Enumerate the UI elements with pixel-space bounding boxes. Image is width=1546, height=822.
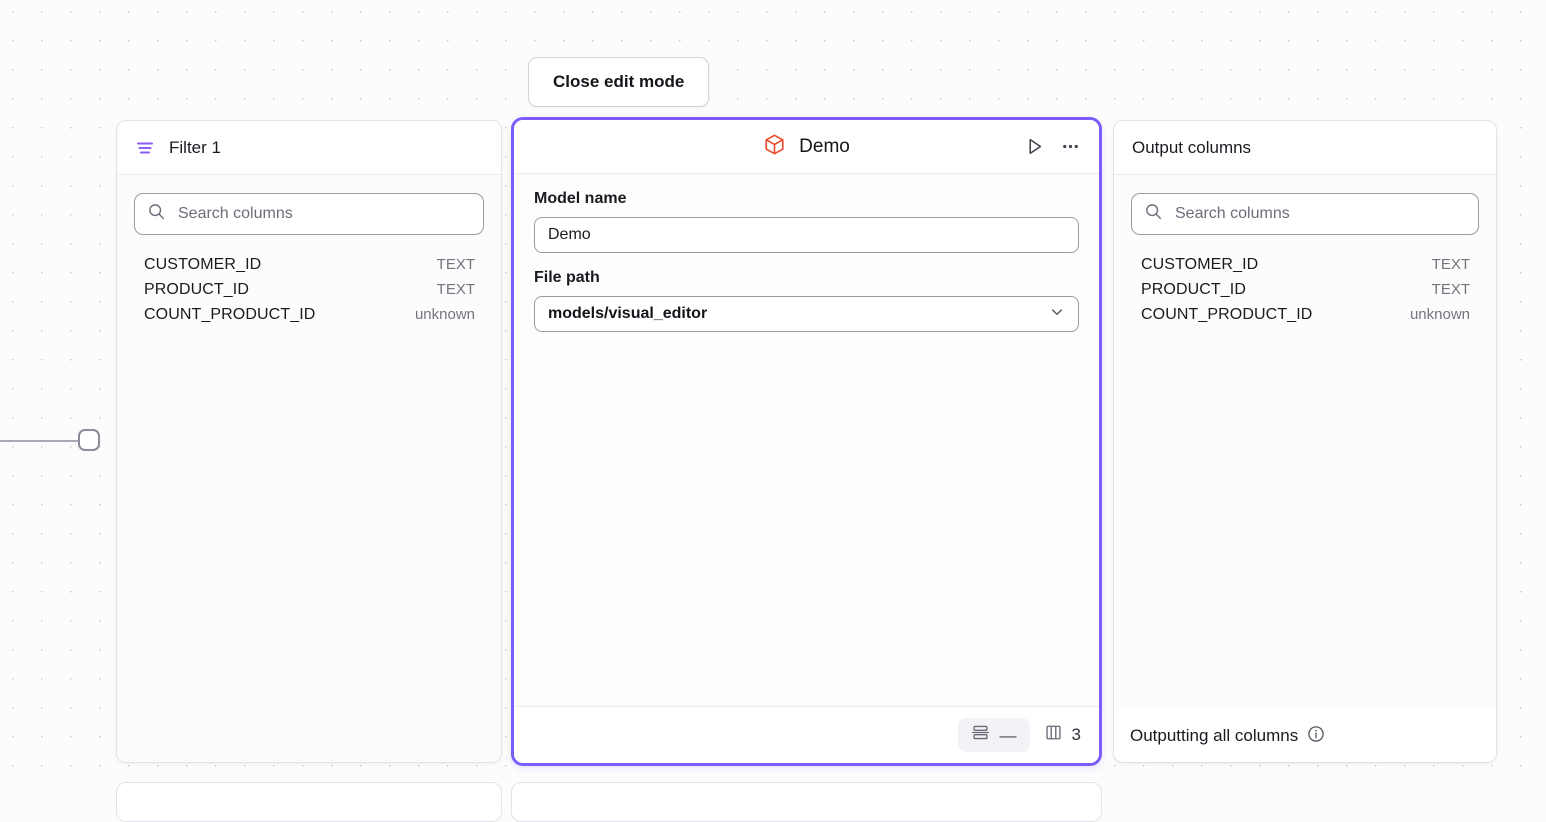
output-search-box[interactable] bbox=[1131, 193, 1479, 235]
column-type: TEXT bbox=[1431, 256, 1470, 273]
column-type: unknown bbox=[1409, 306, 1470, 323]
rows-icon bbox=[971, 723, 990, 747]
column-type: TEXT bbox=[436, 256, 475, 273]
filter-panel[interactable]: Filter 1 CUSTOMER_ID TEXT PRODUCT_ID TEX… bbox=[116, 120, 502, 763]
table-row[interactable]: CUSTOMER_ID TEXT bbox=[134, 253, 484, 278]
file-path-select[interactable]: models/visual_editor bbox=[534, 296, 1079, 332]
table-row[interactable]: COUNT_PRODUCT_ID unknown bbox=[1131, 303, 1479, 328]
output-panel-title: Output columns bbox=[1132, 137, 1252, 157]
column-count-value: 3 bbox=[1071, 725, 1081, 744]
close-edit-mode-button[interactable]: Close edit mode bbox=[528, 57, 710, 107]
table-row[interactable]: COUNT_PRODUCT_ID unknown bbox=[134, 303, 484, 328]
file-path-value: models/visual_editor bbox=[548, 305, 708, 322]
model-header-actions bbox=[1019, 120, 1085, 173]
cube-icon bbox=[763, 133, 786, 161]
column-name: PRODUCT_ID bbox=[1141, 281, 1247, 298]
model-name-input[interactable] bbox=[548, 226, 1065, 244]
filter-icon bbox=[135, 138, 155, 158]
column-count-group[interactable]: 3 bbox=[1044, 723, 1081, 747]
connection-handle[interactable] bbox=[78, 429, 100, 451]
filter-search-input[interactable] bbox=[178, 205, 471, 223]
chevron-down-icon bbox=[1049, 304, 1065, 325]
table-row[interactable]: PRODUCT_ID TEXT bbox=[134, 278, 484, 303]
file-path-label: File path bbox=[534, 269, 600, 286]
search-icon bbox=[1144, 202, 1163, 226]
output-status-text: Outputting all columns bbox=[1130, 726, 1299, 745]
model-panel-footer: — 3 bbox=[514, 706, 1099, 763]
row-count-value: — bbox=[999, 725, 1017, 745]
filter-panel-body: CUSTOMER_ID TEXT PRODUCT_ID TEXT COUNT_P… bbox=[117, 175, 501, 762]
info-icon[interactable] bbox=[1307, 725, 1325, 748]
output-columns-panel[interactable]: Output columns CUSTOMER_ID TEXT PRODUCT_… bbox=[1113, 120, 1497, 763]
column-type: TEXT bbox=[436, 281, 475, 298]
connection-edge bbox=[0, 440, 82, 442]
more-icon[interactable] bbox=[1055, 132, 1085, 162]
column-name: PRODUCT_ID bbox=[144, 281, 250, 298]
columns-icon bbox=[1044, 723, 1063, 747]
model-name-field[interactable] bbox=[534, 217, 1079, 253]
output-column-list: CUSTOMER_ID TEXT PRODUCT_ID TEXT COUNT_P… bbox=[1131, 253, 1479, 328]
output-panel-header: Output columns bbox=[1114, 121, 1496, 175]
model-panel-header: Demo bbox=[514, 120, 1099, 174]
filter-search-box[interactable] bbox=[134, 193, 484, 235]
model-name-label: Model name bbox=[534, 190, 627, 207]
run-icon[interactable] bbox=[1019, 132, 1049, 162]
model-panel-demo[interactable]: Demo Model name File path models/ bbox=[511, 117, 1102, 766]
row-count-group[interactable]: — bbox=[957, 718, 1030, 752]
panel-below-filter[interactable] bbox=[116, 782, 502, 822]
filter-panel-title: Filter 1 bbox=[169, 137, 221, 157]
model-panel-body: Model name File path models/visual_edito… bbox=[514, 174, 1099, 706]
table-row[interactable]: CUSTOMER_ID TEXT bbox=[1131, 253, 1479, 278]
column-type: unknown bbox=[414, 306, 475, 323]
search-icon bbox=[147, 202, 166, 226]
output-panel-footer: Outputting all columns bbox=[1114, 710, 1496, 762]
close-edit-mode-label: Close edit mode bbox=[553, 72, 685, 91]
model-title-group: Demo bbox=[763, 133, 850, 161]
column-name: CUSTOMER_ID bbox=[144, 256, 262, 273]
column-name: COUNT_PRODUCT_ID bbox=[1141, 306, 1313, 323]
panel-below-model[interactable] bbox=[511, 782, 1102, 822]
filter-column-list: CUSTOMER_ID TEXT PRODUCT_ID TEXT COUNT_P… bbox=[134, 253, 484, 328]
output-search-input[interactable] bbox=[1175, 205, 1466, 223]
column-name: COUNT_PRODUCT_ID bbox=[144, 306, 316, 323]
column-name: CUSTOMER_ID bbox=[1141, 256, 1259, 273]
model-panel-title: Demo bbox=[799, 135, 850, 157]
column-type: TEXT bbox=[1431, 281, 1470, 298]
filter-panel-header: Filter 1 bbox=[117, 121, 501, 175]
output-panel-body: CUSTOMER_ID TEXT PRODUCT_ID TEXT COUNT_P… bbox=[1114, 175, 1496, 710]
table-row[interactable]: PRODUCT_ID TEXT bbox=[1131, 278, 1479, 303]
